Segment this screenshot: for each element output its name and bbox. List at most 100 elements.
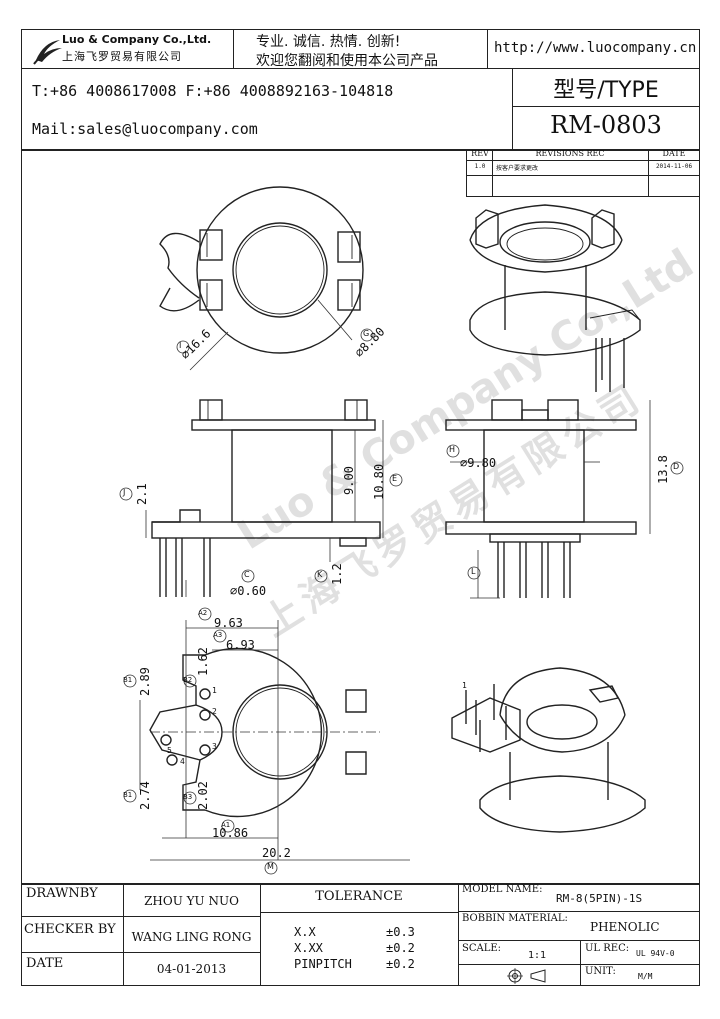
iso-outline bbox=[499, 714, 626, 753]
date-value: 04-01-2013 bbox=[156, 962, 227, 976]
front-top-tab-left bbox=[199, 399, 223, 421]
tol-xx-label: X.X bbox=[294, 925, 316, 939]
front-core-tube bbox=[231, 429, 333, 523]
tol-xxx-label: X.XX bbox=[294, 941, 323, 955]
callout-K: K bbox=[317, 570, 323, 579]
callout-B1: B1 bbox=[123, 676, 133, 684]
title-block bbox=[21, 884, 700, 986]
pin-hole-5 bbox=[160, 734, 172, 746]
callout-circle bbox=[119, 487, 133, 501]
ul-label: UL REC: bbox=[585, 943, 630, 954]
callout-circle bbox=[446, 444, 460, 458]
header-divider bbox=[487, 29, 488, 68]
iso-view-bottom bbox=[451, 667, 646, 833]
scale-label: SCALE: bbox=[462, 943, 502, 954]
callout-circle bbox=[670, 461, 684, 475]
slogan-line1: 专业. 诚信. 热情. 创新! bbox=[256, 34, 401, 50]
iso-bottom-flange bbox=[469, 291, 641, 356]
checker-value: WANG LING RONG bbox=[131, 930, 252, 944]
date-header: DATE bbox=[662, 149, 686, 158]
dim-text-front-E: 10.80 bbox=[372, 463, 386, 500]
side-view bbox=[445, 399, 651, 599]
rev-value: 1.0 bbox=[474, 163, 486, 170]
company-name-en: Luo & Company Co.,Ltd. bbox=[62, 33, 212, 46]
bottom-pin-block bbox=[149, 654, 205, 811]
callout-B3: B3 bbox=[183, 793, 193, 801]
front-bottom-flange bbox=[151, 521, 381, 539]
email-address[interactable]: Mail:sales@luocompany.com bbox=[32, 120, 258, 138]
revisions-table bbox=[466, 150, 700, 197]
top-bore-circle bbox=[232, 222, 328, 318]
company-logo-icon bbox=[33, 40, 62, 65]
dim-text-side-H: ⌀9.80 bbox=[460, 456, 497, 470]
leader-line bbox=[317, 299, 353, 341]
callout-L: L bbox=[471, 567, 476, 576]
front-top-tab-right bbox=[344, 399, 368, 421]
callout-circle bbox=[360, 328, 374, 342]
title-block-divider bbox=[458, 884, 459, 986]
iso-outline bbox=[526, 704, 598, 740]
projection-symbol-icon bbox=[507, 968, 546, 984]
website-link[interactable]: http://www.luocompany.cn bbox=[494, 40, 697, 56]
revisions-divider bbox=[492, 150, 493, 197]
type-label: 型号/TYPE bbox=[553, 78, 659, 103]
top-slot-right-upper bbox=[337, 231, 361, 263]
title-block-divider bbox=[458, 964, 700, 965]
title-block-divider bbox=[123, 884, 124, 986]
scale-value: 1:1 bbox=[528, 950, 547, 961]
top-pin-ear bbox=[159, 232, 200, 299]
revision-date: 2014-11-06 bbox=[655, 163, 693, 170]
dim-text-bot-M: 20.2 bbox=[262, 846, 291, 860]
dim-text-front-C: ⌀0.60 bbox=[230, 584, 267, 598]
rev-header: REV bbox=[471, 149, 489, 158]
iso-top-flange bbox=[469, 204, 623, 241]
side-outline bbox=[547, 399, 579, 421]
dim-text-bot-A1: 10.86 bbox=[212, 826, 249, 840]
dim-text-bot-A2: 9.63 bbox=[214, 616, 243, 630]
iso2-pin-block bbox=[451, 697, 521, 753]
iso-pin-label-1: 1 bbox=[462, 681, 467, 690]
side-core-tube bbox=[483, 429, 585, 523]
unit-label: UNIT: bbox=[585, 966, 616, 977]
front-outline bbox=[152, 509, 201, 523]
top-slot-left-lower bbox=[199, 279, 223, 311]
callout-circle bbox=[221, 819, 235, 833]
dim-text-bot-A3: 6.93 bbox=[226, 638, 255, 652]
dim-text-side-D: 13.8 bbox=[656, 455, 670, 484]
callout-circle bbox=[183, 791, 197, 805]
unit-value: M/M bbox=[638, 972, 653, 981]
tol-pinpitch-label: PINPITCH bbox=[294, 957, 352, 971]
iso-outline bbox=[506, 227, 584, 261]
title-block-divider bbox=[260, 884, 261, 986]
callout-B2: B2 bbox=[183, 676, 193, 684]
pin-hole-2 bbox=[199, 709, 211, 721]
front-top-flange bbox=[191, 419, 376, 431]
model-value: RM-8(5PIN)-1S bbox=[556, 892, 643, 905]
iso-outline bbox=[499, 667, 626, 716]
callout-G: G bbox=[363, 329, 370, 338]
top-slot-left-upper bbox=[199, 229, 223, 261]
front-view bbox=[145, 399, 384, 597]
callout-circle bbox=[198, 607, 212, 621]
date-label: DATE bbox=[26, 956, 64, 971]
side-outline bbox=[521, 409, 549, 421]
company-name-cn: 上海飞罗贸易有限公司 bbox=[62, 50, 182, 63]
revisions-divider bbox=[466, 175, 700, 176]
title-block-divider bbox=[21, 916, 260, 917]
revisions-divider bbox=[466, 160, 700, 161]
pin-hole-3 bbox=[199, 744, 211, 756]
pin-label-1: 1 bbox=[212, 686, 217, 695]
title-block-divider bbox=[458, 940, 700, 941]
callout-E: E bbox=[392, 474, 398, 483]
callout-H: H bbox=[449, 445, 456, 454]
title-block-divider bbox=[260, 912, 458, 913]
callout-circle bbox=[314, 569, 328, 583]
dim-text-front-9: 9.00 bbox=[342, 466, 356, 495]
dim-text-bot-B1: 2.89 bbox=[138, 667, 152, 696]
checker-label: CHECKER BY bbox=[24, 922, 116, 937]
pin-hole-1 bbox=[199, 688, 211, 700]
front-outline bbox=[339, 537, 367, 547]
drawn-by-label: DRAWNBY bbox=[26, 886, 98, 901]
iso-outline bbox=[589, 309, 641, 321]
callout-A3: A3 bbox=[213, 631, 223, 639]
